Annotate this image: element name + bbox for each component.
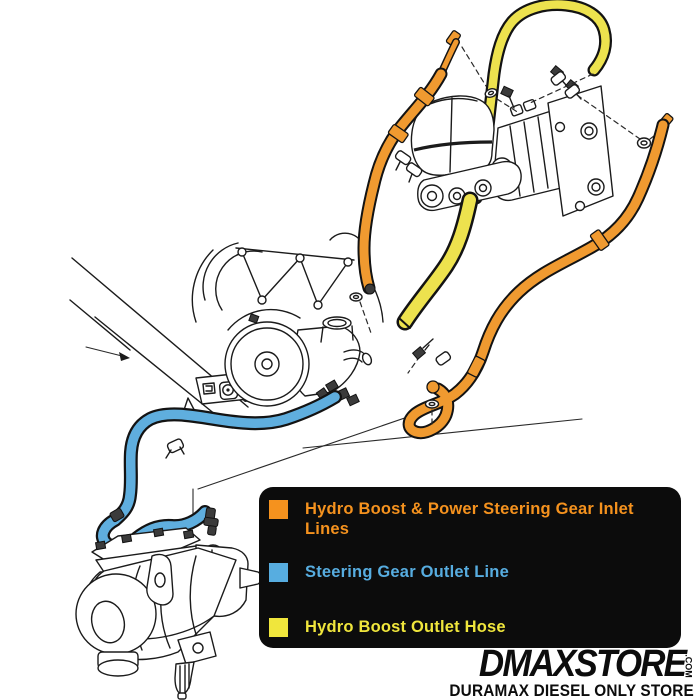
legend-box: Hydro Boost & Power Steering Gear Inlet … — [259, 487, 681, 648]
legend-label-inlet-lines: Hydro Boost & Power Steering Gear Inlet … — [305, 500, 634, 538]
legend-label-hydroboost-outlet: Hydro Boost Outlet Hose — [305, 618, 506, 636]
pump-reservoir-cap — [322, 316, 352, 330]
master-cylinder-booster — [394, 65, 614, 217]
legend-swatch-yellow — [269, 618, 288, 637]
hose-clips — [394, 150, 423, 183]
line-fitting — [364, 283, 376, 295]
legend-item-inlet-lines: Hydro Boost & Power Steering Gear Inlet … — [269, 500, 657, 540]
tube-nut-fitting — [203, 507, 219, 536]
power-steering-pump — [224, 308, 373, 407]
master-cylinder — [417, 160, 522, 212]
nut — [636, 137, 652, 149]
legend-item-hydroboost-outlet: Hydro Boost Outlet Hose — [269, 618, 506, 638]
hose-nut — [109, 507, 125, 523]
logo-wordmark: DMAXSTORE — [478, 643, 687, 686]
steering-gear — [75, 527, 262, 700]
washer — [349, 292, 363, 302]
assembly-dashed-lines — [359, 46, 660, 374]
hose-inlet-left — [349, 30, 461, 302]
engine-sketch — [191, 232, 384, 337]
legend-label-outlet-line: Steering Gear Outlet Line — [305, 563, 509, 581]
legend-swatch-blue — [269, 563, 288, 582]
mounting-bracket-plate — [547, 85, 614, 217]
logo-tld: .COM — [683, 653, 694, 678]
legend-item-outlet-line: Steering Gear Outlet Line — [269, 563, 509, 583]
banjo-fitting — [426, 380, 440, 394]
logo-tagline: DURAMAX DIESEL ONLY STORE — [449, 681, 694, 700]
hose-hydroboost-outlet-lower — [396, 191, 479, 331]
washer — [424, 399, 440, 409]
store-logo: DMAXSTORE .COM DURAMAX DIESEL ONLY STORE — [431, 643, 694, 700]
hose-inlet-right — [402, 113, 674, 440]
legend-swatch-orange — [269, 500, 288, 519]
